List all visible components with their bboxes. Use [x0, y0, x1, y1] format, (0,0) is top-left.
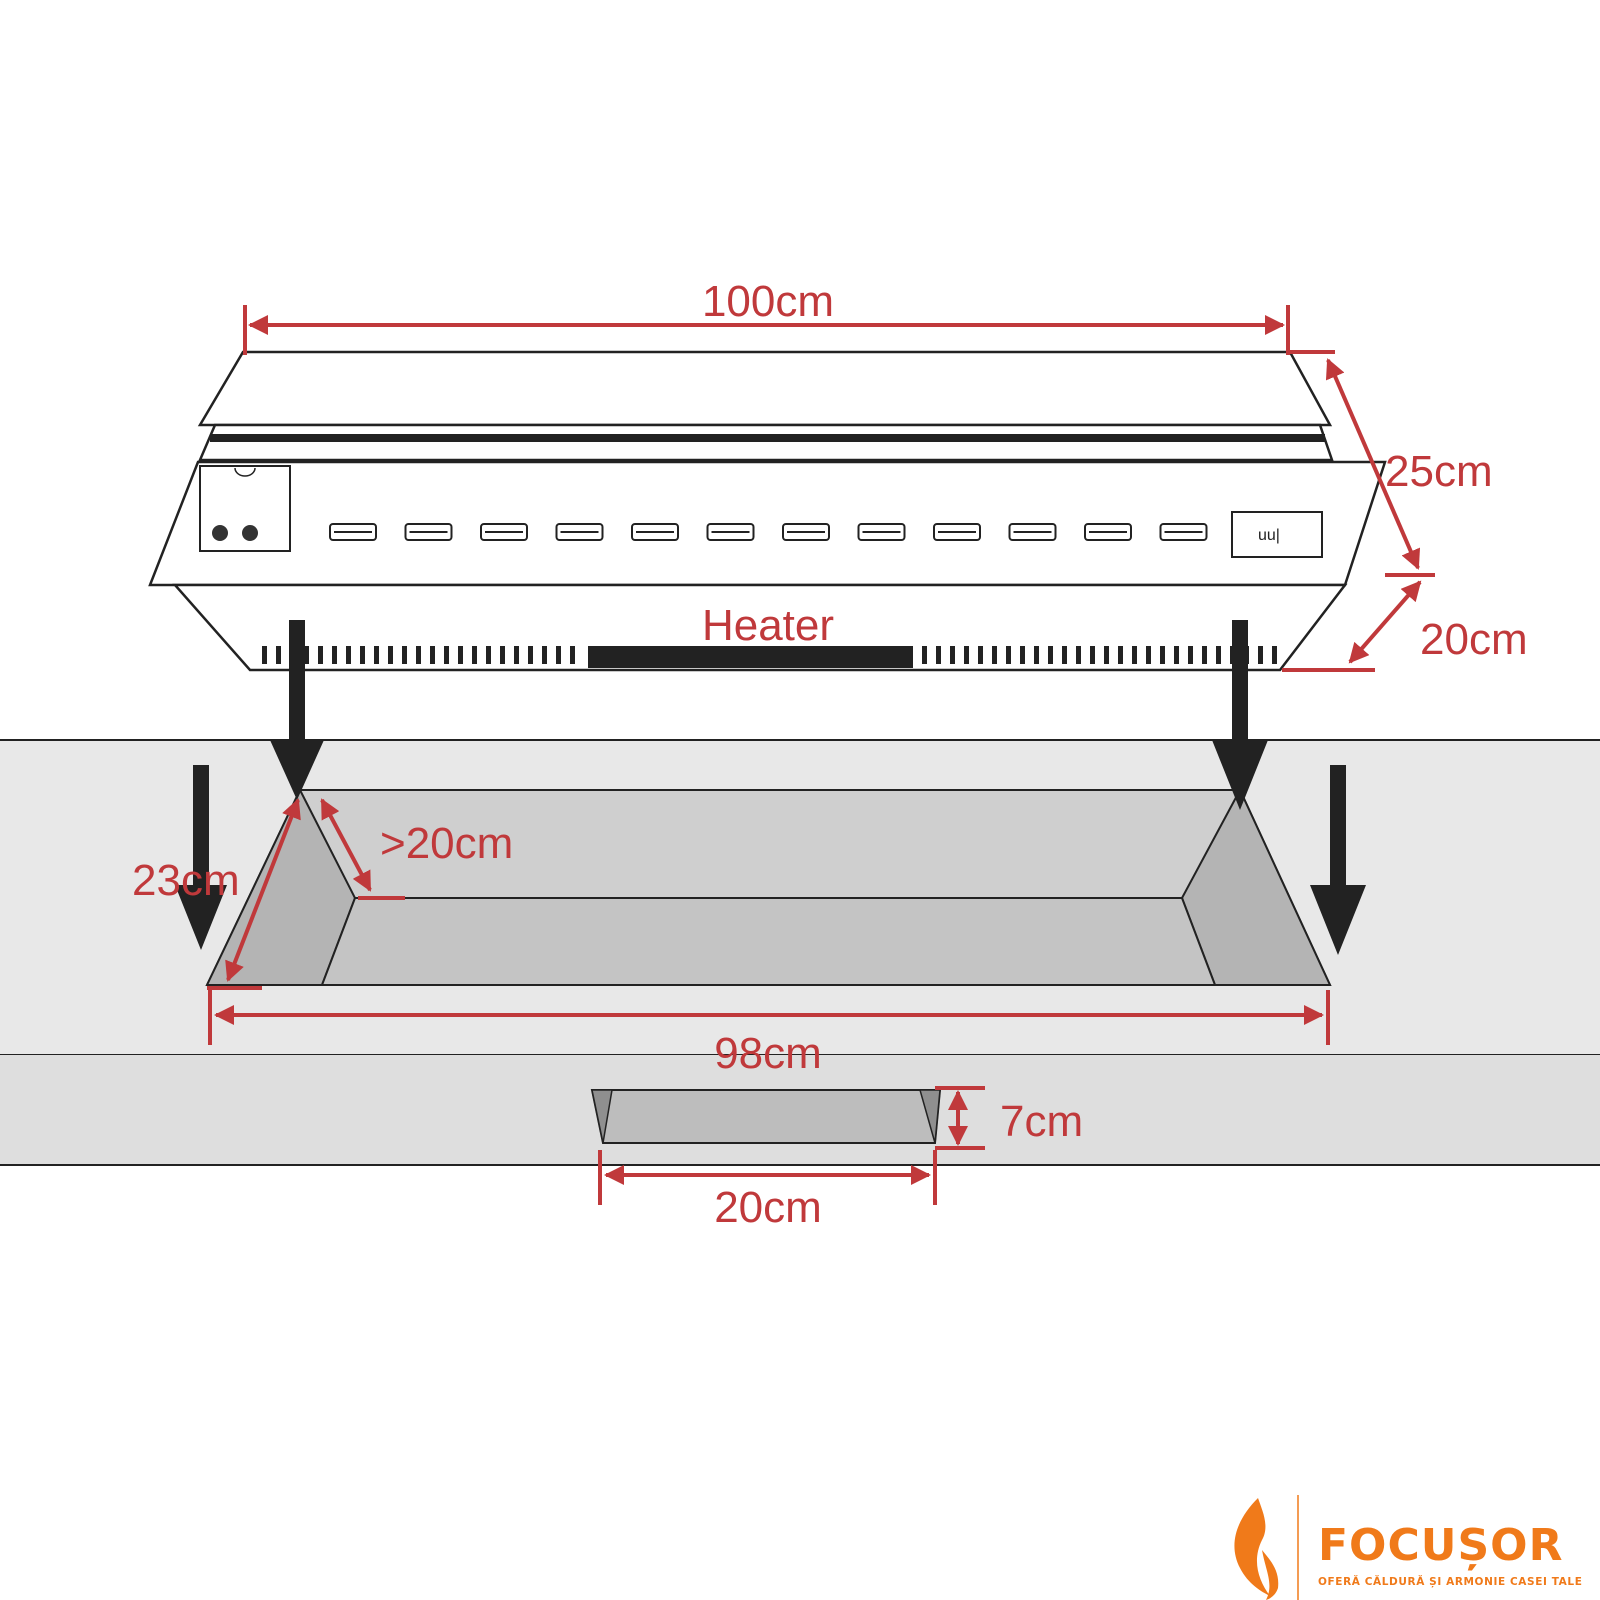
grill-slat: [486, 646, 491, 664]
width-dimension-label: 100cm: [702, 277, 834, 326]
grill-slat: [472, 646, 477, 664]
grill-slat: [1034, 646, 1039, 664]
grill-slat: [416, 646, 421, 664]
grill-slat: [444, 646, 449, 664]
grill-slat: [978, 646, 983, 664]
grill-slat: [1272, 646, 1277, 664]
grill-slat: [556, 646, 561, 664]
grill-slat: [1146, 646, 1151, 664]
bottom-grill: [262, 646, 1277, 668]
grill-slat: [1062, 646, 1067, 664]
grill-slat: [304, 646, 309, 664]
side-clearance-label: >20cm: [380, 819, 513, 868]
grill-slat: [1048, 646, 1053, 664]
grill-slat: [360, 646, 365, 664]
recess-cutout: [205, 787, 1332, 986]
dimension-lines: [207, 305, 1435, 1205]
grill-slat: [1216, 646, 1221, 664]
grill-slat: [262, 646, 267, 664]
grill-slat: [542, 646, 547, 664]
svg-text:uu|: uu|: [1258, 527, 1280, 544]
vent-width-label: 20cm: [714, 1183, 822, 1232]
grill-slat: [936, 646, 941, 664]
grill-slat: [1202, 646, 1207, 664]
brand-logo: FOCUȘOR OFERĂ CĂLDURĂ ȘI ARMONIE CASEI T…: [1234, 1495, 1582, 1600]
grill-slat: [1104, 646, 1109, 664]
grill-slat: [430, 646, 435, 664]
grill-slat: [950, 646, 955, 664]
height-dimension-label: 25cm: [1385, 447, 1493, 496]
grill-slat: [1020, 646, 1025, 664]
cutout-length-label: 98cm: [714, 1029, 822, 1078]
grill-slat: [1118, 646, 1123, 664]
grill-slat: [514, 646, 519, 664]
knob-icon: [242, 525, 258, 541]
down-arrow-icon: [1212, 620, 1268, 810]
grill-slat: [458, 646, 463, 664]
control-box: [199, 465, 291, 552]
grill-slat: [500, 646, 505, 664]
vent-slot: [590, 1089, 942, 1144]
grill-slat: [1160, 646, 1165, 664]
display-panel: uu|: [1231, 511, 1323, 558]
down-arrow-icon: [175, 765, 227, 950]
grill-slat: [402, 646, 407, 664]
grill-slat: [528, 646, 533, 664]
placement-arrows: [175, 620, 1366, 955]
grill-slat: [992, 646, 997, 664]
grill-slat: [1174, 646, 1179, 664]
flame-icon: [1234, 1498, 1279, 1600]
grill-slat: [922, 646, 927, 664]
vent-height-label: 7cm: [1000, 1097, 1083, 1146]
grill-slat: [374, 646, 379, 664]
grill-slat: [332, 646, 337, 664]
down-arrow-icon: [270, 620, 324, 800]
grill-slat: [1076, 646, 1081, 664]
brand-tagline: OFERĂ CĂLDURĂ ȘI ARMONIE CASEI TALE: [1318, 1575, 1582, 1588]
front-vent-slots: [329, 523, 1208, 541]
grill-slat: [964, 646, 969, 664]
grill-slat: [388, 646, 393, 664]
grill-slat: [1006, 646, 1011, 664]
grill-slat: [276, 646, 281, 664]
grill-slat: [1090, 646, 1095, 664]
grill-slat: [1188, 646, 1193, 664]
grill-slat: [346, 646, 351, 664]
heater-label: Heater: [702, 601, 834, 650]
grill-slat: [318, 646, 323, 664]
brand-name: FOCUȘOR: [1318, 1520, 1563, 1571]
down-arrow-icon: [1310, 765, 1366, 955]
grill-slat: [1258, 646, 1263, 664]
grill-slat: [1132, 646, 1137, 664]
grill-slat: [570, 646, 575, 664]
cutout-depth-label: 23cm: [132, 856, 240, 905]
knob-icon: [212, 525, 228, 541]
depth-dimension-label: 20cm: [1420, 615, 1528, 664]
